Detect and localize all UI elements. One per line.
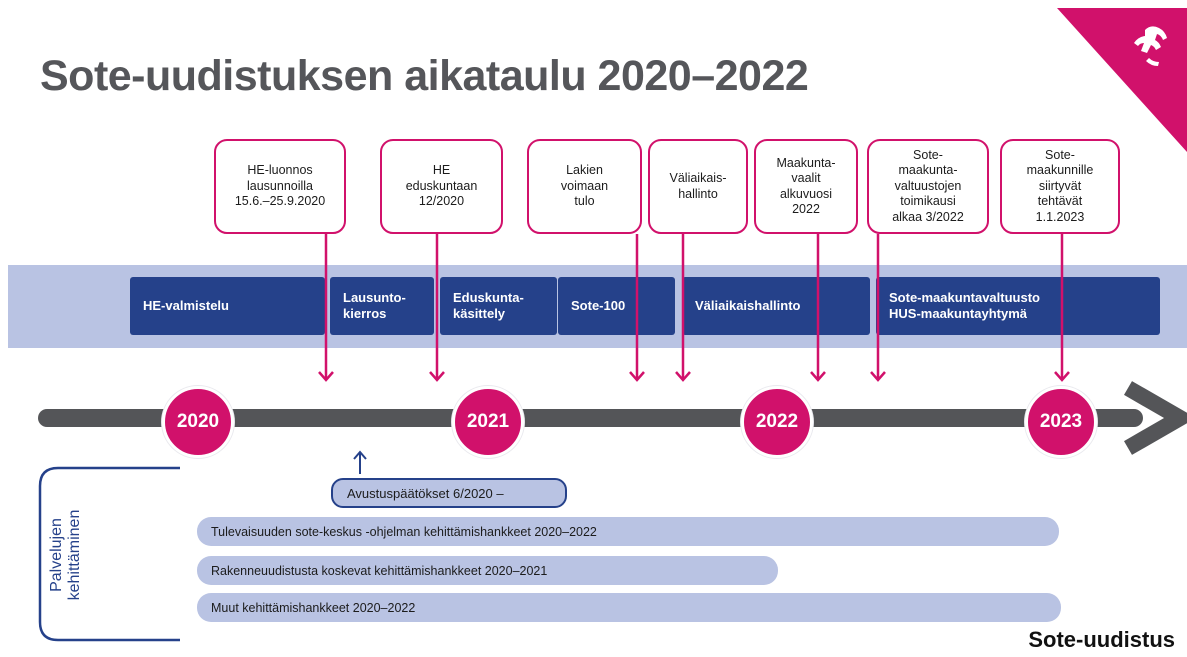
phase-label: Lausunto- kierros — [343, 290, 406, 321]
avustus-label: Avustuspäätökset 6/2020 – — [347, 485, 504, 501]
up-arrow-icon — [353, 450, 367, 474]
callout-maakuntavaalit: Maakunta- vaalit alkuvuosi 2022 — [754, 139, 858, 234]
finnish-lion-crest-icon — [1134, 26, 1167, 66]
development-label: Palvelujen kehittäminen — [48, 485, 88, 625]
callout-valiaikaishallinto: Väliaikais- hallinto — [648, 139, 748, 234]
year-marker-2023: 2023 — [1025, 386, 1097, 458]
dev-bar-label: Tulevaisuuden sote-keskus -ohjelman kehi… — [211, 524, 597, 539]
phase-he-valmistelu: HE-valmistelu — [130, 277, 325, 335]
dev-bar-muut: Muut kehittämishankkeet 2020–2022 — [197, 593, 1061, 622]
timeline-axis — [38, 409, 1143, 427]
year-marker-2022: 2022 — [741, 386, 813, 458]
avustus-box: Avustuspäätökset 6/2020 – — [331, 478, 567, 508]
phase-valiaikaishallinto: Väliaikaishallinto — [682, 277, 870, 335]
dev-bar-label: Muut kehittämishankkeet 2020–2022 — [211, 600, 416, 615]
year-marker-2021: 2021 — [452, 386, 524, 458]
phase-sote-100: Sote-100 — [558, 277, 675, 335]
callout-lakien-voimaantulo: Lakien voimaan tulo — [527, 139, 642, 234]
page-title: Sote-uudistuksen aikataulu 2020–2022 — [40, 52, 809, 100]
phase-label: Sote-maakuntavaltuusto HUS-maakuntayhtym… — [889, 290, 1040, 321]
dev-bar-rakenneuudistus: Rakenneuudistusta koskevat kehittämishan… — [197, 556, 778, 585]
phase-eduskuntakasittely: Eduskunta- käsittely — [440, 277, 557, 335]
dev-bar-label: Rakenneuudistusta koskevat kehittämishan… — [211, 563, 548, 578]
year-marker-2020: 2020 — [162, 386, 234, 458]
callout-he-eduskuntaan: HE eduskuntaan 12/2020 — [380, 139, 503, 234]
dev-bar-tulevaisuuden-sote-keskus: Tulevaisuuden sote-keskus -ohjelman kehi… — [197, 517, 1059, 546]
callout-he-luonnos: HE-luonnos lausunnoilla 15.6.–25.9.2020 — [214, 139, 346, 234]
phase-label: Väliaikaishallinto — [695, 298, 801, 313]
phase-label: HE-valmistelu — [143, 298, 229, 313]
callout-siirtyvat-tehtavat: Sote- maakunnille siirtyvät tehtävät 1.1… — [1000, 139, 1120, 234]
phase-label: Sote-100 — [571, 298, 626, 313]
phase-lausuntokierros: Lausunto- kierros — [330, 277, 434, 335]
phase-label: Eduskunta- käsittely — [453, 290, 524, 321]
footer-brand: Sote-uudistus — [1028, 627, 1175, 652]
phase-sote-maakuntavaltuusto: Sote-maakuntavaltuusto HUS-maakuntayhtym… — [876, 277, 1160, 335]
development-label-text: Palvelujen kehittäminen — [48, 509, 83, 601]
callout-valtuustojen-toimikausi: Sote- maakunta- valtuustojen toimikausi … — [867, 139, 989, 234]
brand-corner — [1057, 8, 1187, 152]
